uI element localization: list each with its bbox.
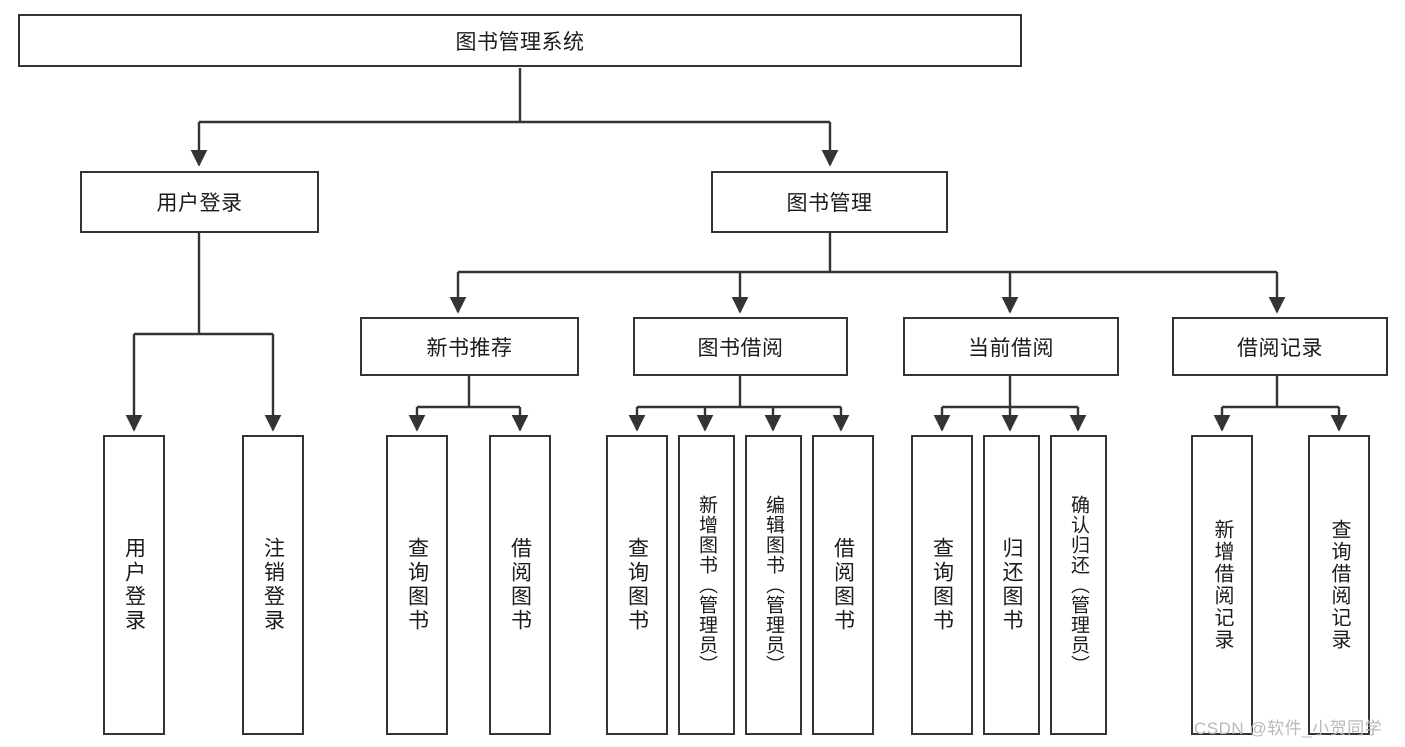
- leaf-user-login-label: 用户登录: [122, 537, 146, 633]
- leaf-borrow-book-new-label: 借阅图书: [508, 537, 532, 633]
- leaf-logout-label: 注销登录: [261, 537, 285, 633]
- watermark-text: CSDN @软件_小贺同学: [1194, 719, 1383, 738]
- leaf-logout[interactable]: 注销登录: [242, 435, 304, 735]
- node-new-book-recommend-label: 新书推荐: [426, 336, 513, 360]
- node-current-borrow-label: 当前借阅: [968, 336, 1054, 360]
- node-book-management[interactable]: 图书管理: [711, 171, 948, 233]
- leaf-add-borrow-record[interactable]: 新增借阅记录: [1191, 435, 1253, 735]
- node-book-borrow-label: 图书借阅: [697, 336, 784, 360]
- leaf-query-book-borrow[interactable]: 查询图书: [606, 435, 668, 735]
- node-root-label: 图书管理系统: [455, 30, 585, 54]
- leaf-edit-book-label: 编辑图书（管理员）: [763, 495, 784, 675]
- node-user-login-label: 用户登录: [156, 192, 243, 215]
- leaf-query-book-current[interactable]: 查询图书: [911, 435, 973, 735]
- leaf-return-book-label: 归还图书: [1000, 537, 1023, 633]
- leaf-borrow-book-new[interactable]: 借阅图书: [489, 435, 551, 735]
- leaf-query-book-new-label: 查询图书: [405, 537, 429, 633]
- leaf-return-book[interactable]: 归还图书: [983, 435, 1040, 735]
- leaf-confirm-return[interactable]: 确认归还（管理员）: [1050, 435, 1107, 735]
- node-borrow-record-label: 借阅记录: [1237, 336, 1323, 360]
- node-root[interactable]: 图书管理系统: [18, 14, 1022, 67]
- leaf-query-book-new[interactable]: 查询图书: [386, 435, 448, 735]
- node-book-management-label: 图书管理: [786, 192, 873, 215]
- node-current-borrow[interactable]: 当前借阅: [903, 317, 1119, 376]
- node-book-borrow[interactable]: 图书借阅: [633, 317, 848, 376]
- leaf-query-book-borrow-label: 查询图书: [625, 537, 649, 633]
- leaf-edit-book[interactable]: 编辑图书（管理员）: [745, 435, 802, 735]
- leaf-query-borrow-record[interactable]: 查询借阅记录: [1308, 435, 1370, 735]
- leaf-query-book-current-label: 查询图书: [930, 537, 954, 633]
- leaf-query-borrow-record-label: 查询借阅记录: [1328, 519, 1350, 651]
- node-new-book-recommend[interactable]: 新书推荐: [360, 317, 579, 376]
- node-borrow-record[interactable]: 借阅记录: [1172, 317, 1388, 376]
- node-user-login[interactable]: 用户登录: [80, 171, 319, 233]
- leaf-confirm-return-label: 确认归还（管理员）: [1068, 495, 1089, 675]
- leaf-add-book-label: 新增图书（管理员）: [696, 495, 717, 675]
- leaf-add-borrow-record-label: 新增借阅记录: [1211, 519, 1233, 651]
- leaf-add-book[interactable]: 新增图书（管理员）: [678, 435, 735, 735]
- leaf-borrow-book[interactable]: 借阅图书: [812, 435, 874, 735]
- leaf-borrow-book-label: 借阅图书: [831, 537, 855, 633]
- leaf-user-login[interactable]: 用户登录: [103, 435, 165, 735]
